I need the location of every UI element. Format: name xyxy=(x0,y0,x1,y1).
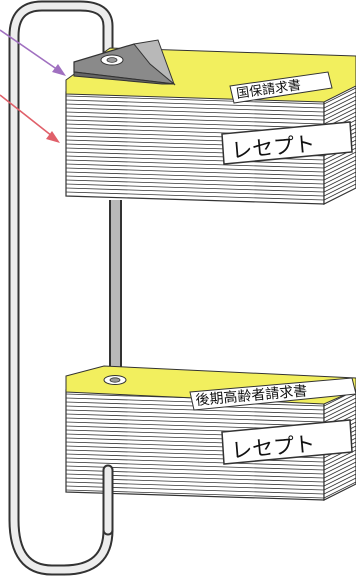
lower-sheet-edge-side xyxy=(323,465,356,483)
lower-sheet-edge-side xyxy=(323,461,356,479)
pointer-arrow-red xyxy=(0,94,60,143)
lower-sheet-edge-side xyxy=(323,393,356,411)
upper-sheet-edge-side xyxy=(323,155,356,173)
upper-sheet-edge xyxy=(65,103,325,113)
pointer-arrow-purple xyxy=(0,29,66,76)
upper-sheet-edge xyxy=(65,107,325,117)
upper-sheet-edge xyxy=(65,191,325,201)
lower-eyelet-hole xyxy=(109,377,121,383)
upper-sheet-edge xyxy=(65,179,325,189)
upper-sheet-edge-side xyxy=(323,91,356,109)
upper-sheet-edge-side xyxy=(323,151,356,169)
lower-sheet-edge-side xyxy=(323,453,356,471)
binder-cord xyxy=(8,0,114,576)
upper-sheet-edge-side xyxy=(323,179,356,197)
upper-sheet-edge-side xyxy=(323,175,356,193)
upper-sheet-edge-side xyxy=(323,87,356,105)
lower-sheet-edge-side xyxy=(323,469,356,487)
lower-sheet-edge xyxy=(65,409,325,419)
upper-sheet-edge xyxy=(65,167,325,177)
upper-sheet-edge-side xyxy=(323,95,356,113)
upper-sheet-edge xyxy=(65,159,325,169)
upper-sheet-edge-side xyxy=(323,183,356,201)
upper-sheet-edge-side xyxy=(323,103,356,121)
lower-sheet-edge xyxy=(65,413,325,423)
upper-sheet-edge xyxy=(65,187,325,197)
lower-bundle: 後期高齢者請求書 レセプト xyxy=(65,365,356,501)
upper-sheet-edge xyxy=(65,183,325,193)
center-rod xyxy=(109,200,122,380)
upper-sheet-edge-side xyxy=(323,163,356,181)
upper-sheet-edge xyxy=(65,95,325,105)
lower-sheet-edge-side xyxy=(323,473,356,491)
lower-sheet-edge-side xyxy=(323,401,356,419)
upper-sheet-edge xyxy=(65,171,325,181)
lower-sheet-edge-side xyxy=(323,457,356,475)
upper-sheet-edge-side xyxy=(323,159,356,177)
upper-sheet-edge-side xyxy=(323,171,356,189)
lower-sheet-edge xyxy=(65,457,325,467)
lower-sheet-edge xyxy=(65,453,325,463)
upper-sheet-edge-side xyxy=(323,167,356,185)
binder-clip xyxy=(73,39,176,86)
lower-sheet-edge-side xyxy=(323,481,356,499)
upper-sheet-edge-side xyxy=(323,107,356,125)
lower-sheet-edge-side xyxy=(323,405,356,423)
upper-sheet-edge xyxy=(65,115,325,125)
upper-sheet-edge xyxy=(65,175,325,185)
lower-sheet-edge-side xyxy=(323,477,356,495)
upper-sheet-edge xyxy=(65,119,325,129)
lower-sheet-edge xyxy=(65,417,325,427)
upper-sheet-edge-side xyxy=(323,99,356,117)
upper-sheet-edge xyxy=(65,155,325,165)
upper-paper-stack xyxy=(65,83,356,205)
lower-sheet-edge xyxy=(65,461,325,471)
upper-sheet-edge xyxy=(65,111,325,121)
upper-sheet-edge xyxy=(65,99,325,109)
upper-sheet-edge xyxy=(65,163,325,173)
lower-sheet-edge-side xyxy=(323,397,356,415)
